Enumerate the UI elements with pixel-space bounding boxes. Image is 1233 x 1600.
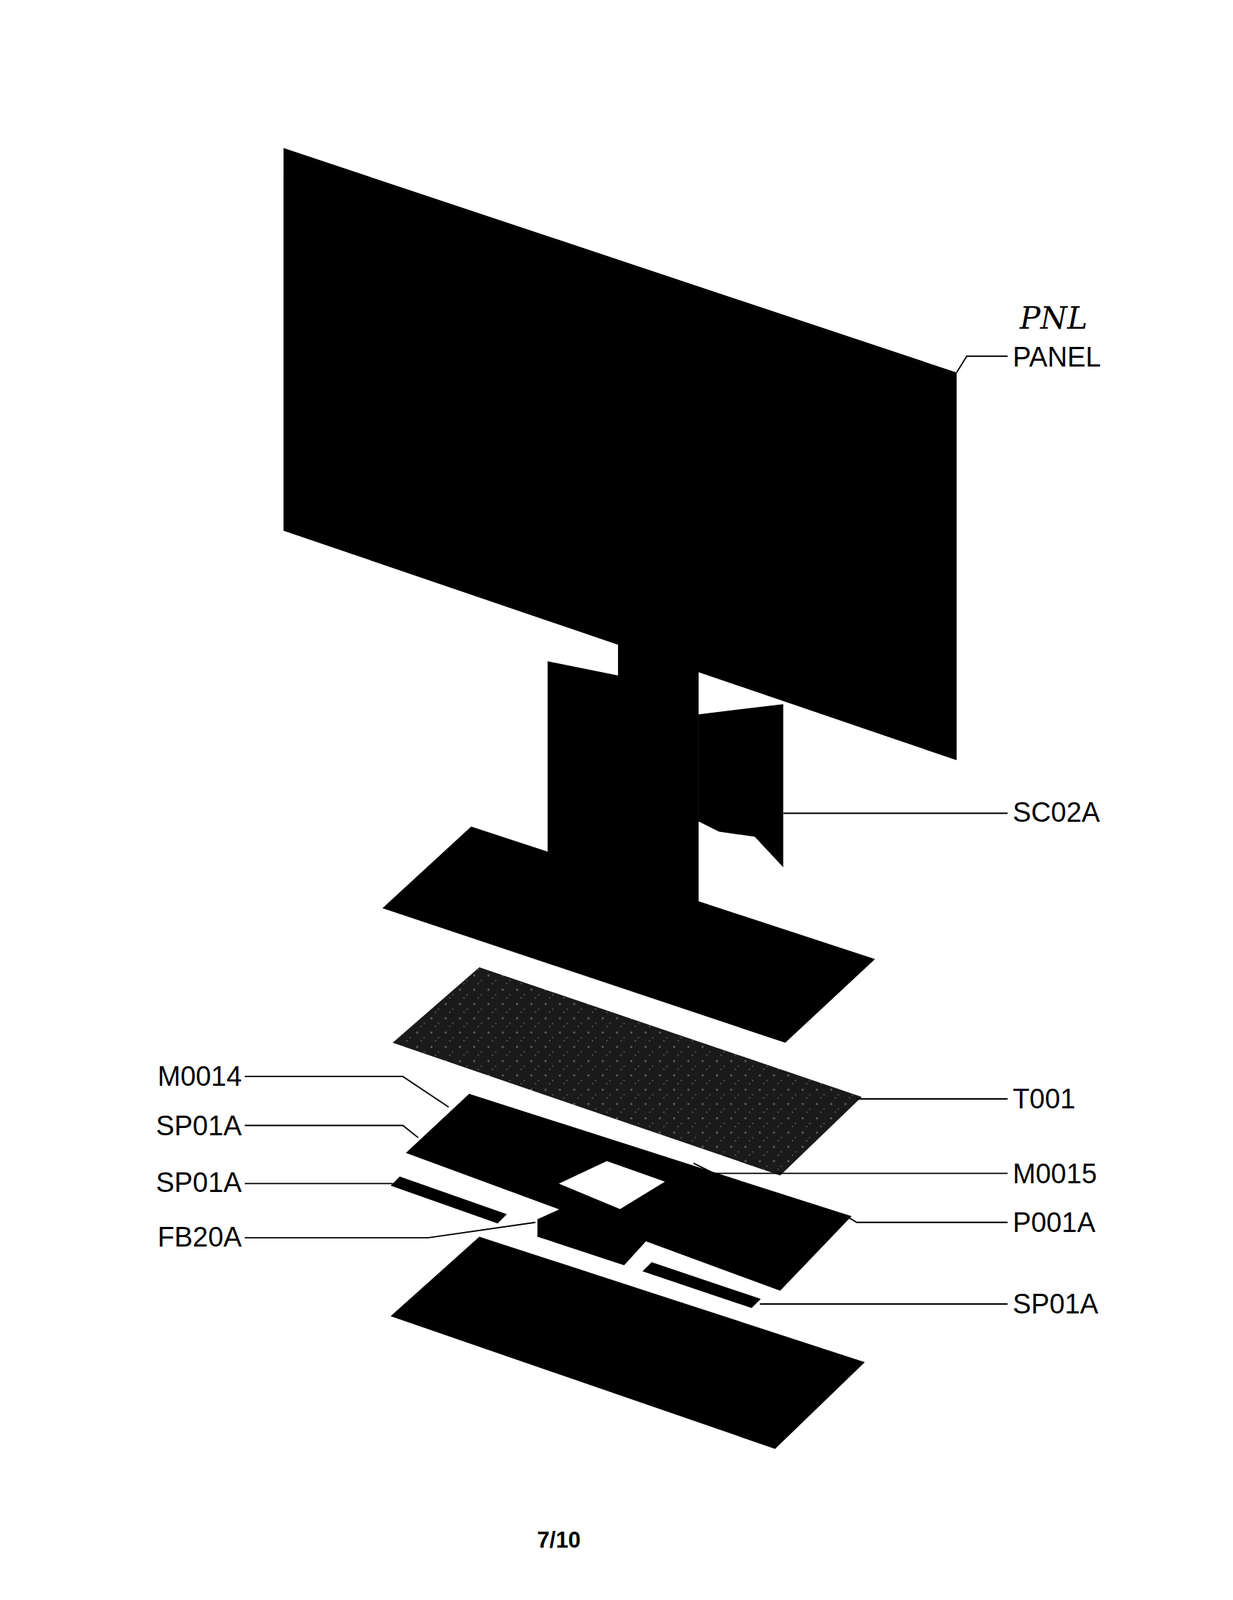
- part-label: SP01A: [156, 1112, 243, 1140]
- handwritten-note: PNL: [1019, 303, 1088, 334]
- speaker-bar: [390, 1176, 507, 1224]
- leader-line: [856, 1097, 1008, 1100]
- bottom-cover: [390, 1235, 865, 1449]
- part-label: P001A: [1012, 1209, 1096, 1237]
- module-block: [537, 1203, 655, 1265]
- board-cutout: [559, 1161, 666, 1210]
- page-number: 7/10: [537, 1528, 581, 1552]
- leader-line: [245, 1222, 536, 1238]
- part-label: T001: [1012, 1085, 1076, 1114]
- part-label: PANEL: [1012, 343, 1101, 372]
- stand-back-cover: [698, 703, 783, 867]
- part-label: SP01A: [1012, 1290, 1099, 1319]
- leader-line: [846, 1215, 1008, 1222]
- leader-line: [759, 1302, 1008, 1305]
- part-label: SP01A: [156, 1169, 243, 1197]
- leader-line: [782, 812, 1008, 814]
- part-label: M0015: [1012, 1160, 1098, 1188]
- part-label: M0014: [157, 1062, 243, 1091]
- leader-line: [245, 1075, 450, 1107]
- part-label: FB20A: [157, 1223, 243, 1252]
- leader-line: [956, 356, 1008, 373]
- leader-line: [693, 1162, 1008, 1173]
- leader-line: [245, 1124, 419, 1138]
- leader-line: [245, 1182, 393, 1185]
- part-label: SC02A: [1012, 798, 1100, 827]
- panel: [283, 148, 957, 761]
